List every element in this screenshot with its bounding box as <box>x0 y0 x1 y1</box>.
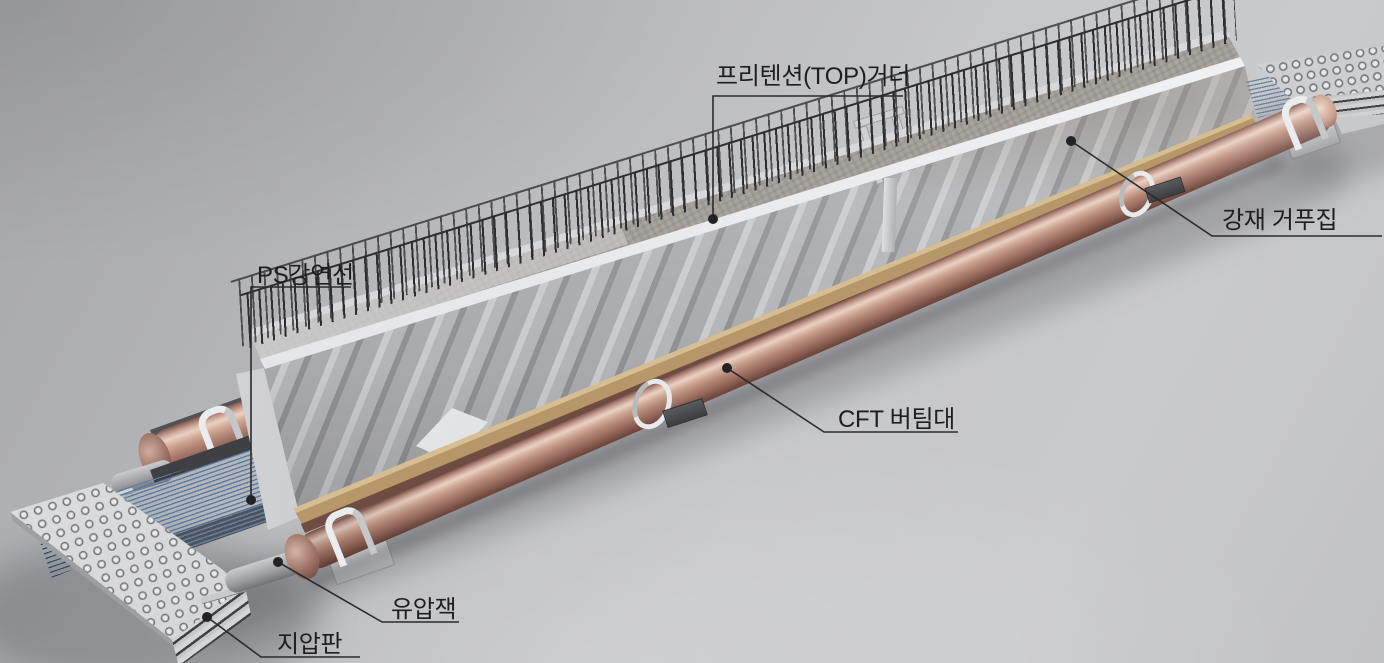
callout-label-cft-strut: CFT 버팀대 <box>838 406 956 433</box>
callout-label-pretension-girder: 프리텐션(TOP)거더 <box>716 63 911 90</box>
formwork-clamp-post <box>881 177 898 253</box>
callout-label-ps-strand: PS강연선 <box>257 262 354 289</box>
callout-label-bearing-plate: 지압판 <box>277 631 343 658</box>
callout-label-steel-formwork: 강재 거푸집 <box>1222 207 1338 234</box>
callout-label-hydraulic-jack: 유압잭 <box>391 596 457 623</box>
